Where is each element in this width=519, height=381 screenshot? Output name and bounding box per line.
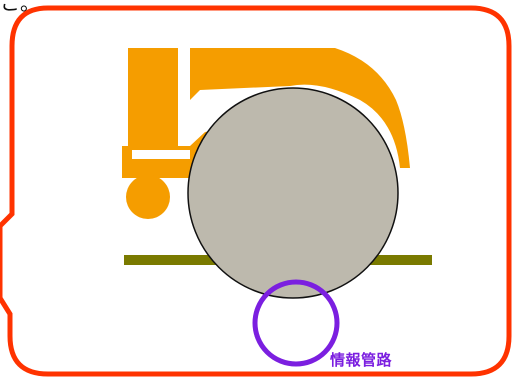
pipe-circle: [252, 279, 340, 367]
vehicle-stripe: [132, 150, 190, 159]
vehicle-cab: [190, 48, 410, 168]
pipe-caption: 情報管路: [330, 351, 393, 369]
vehicle-pole: [128, 48, 178, 146]
vehicle-light: [126, 175, 170, 219]
drum-circle: [187, 87, 399, 299]
